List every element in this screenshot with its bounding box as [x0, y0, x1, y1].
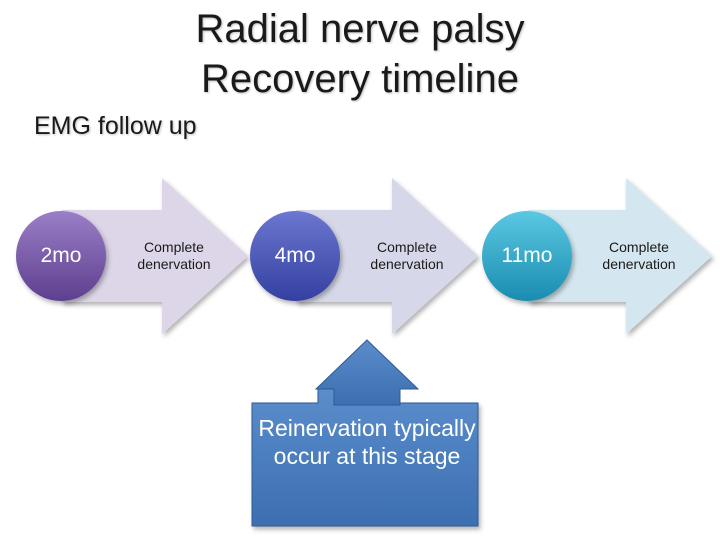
- title-line-1: Radial nerve palsy: [195, 7, 525, 51]
- slide-title: Radial nerve palsy Recovery timeline: [0, 4, 720, 104]
- step-3-arrow: [528, 178, 712, 334]
- step-3-label: Complete denervation: [579, 239, 699, 273]
- title-line-2: Recovery timeline: [201, 57, 519, 101]
- step-2-label-line-2: denervation: [370, 256, 444, 272]
- step-1-label-line-2: denervation: [137, 256, 211, 272]
- step-1-arrow: [62, 178, 248, 334]
- step-2-time: 4mo: [274, 244, 316, 267]
- step-1-label: Complete denervation: [114, 239, 234, 273]
- step-2-label: Complete denervation: [347, 239, 467, 273]
- step-3-label-line-2: denervation: [602, 256, 676, 272]
- step-1-label-line-1: Complete: [144, 239, 204, 255]
- callout-text: Reinervation typically occur at this sta…: [258, 415, 476, 469]
- step-2-arrow: [296, 178, 478, 334]
- step-3-label-line-1: Complete: [609, 239, 669, 255]
- step-1-time: 2mo: [40, 244, 82, 267]
- step-1-circle: [16, 211, 106, 301]
- step-2-label-line-1: Complete: [377, 239, 437, 255]
- step-2-circle: [250, 211, 340, 301]
- callout-arrow-head: [314, 339, 420, 406]
- step-3-time: 11mo: [501, 244, 553, 267]
- step-3-circle: [482, 211, 572, 301]
- subtitle: EMG follow up: [34, 112, 197, 140]
